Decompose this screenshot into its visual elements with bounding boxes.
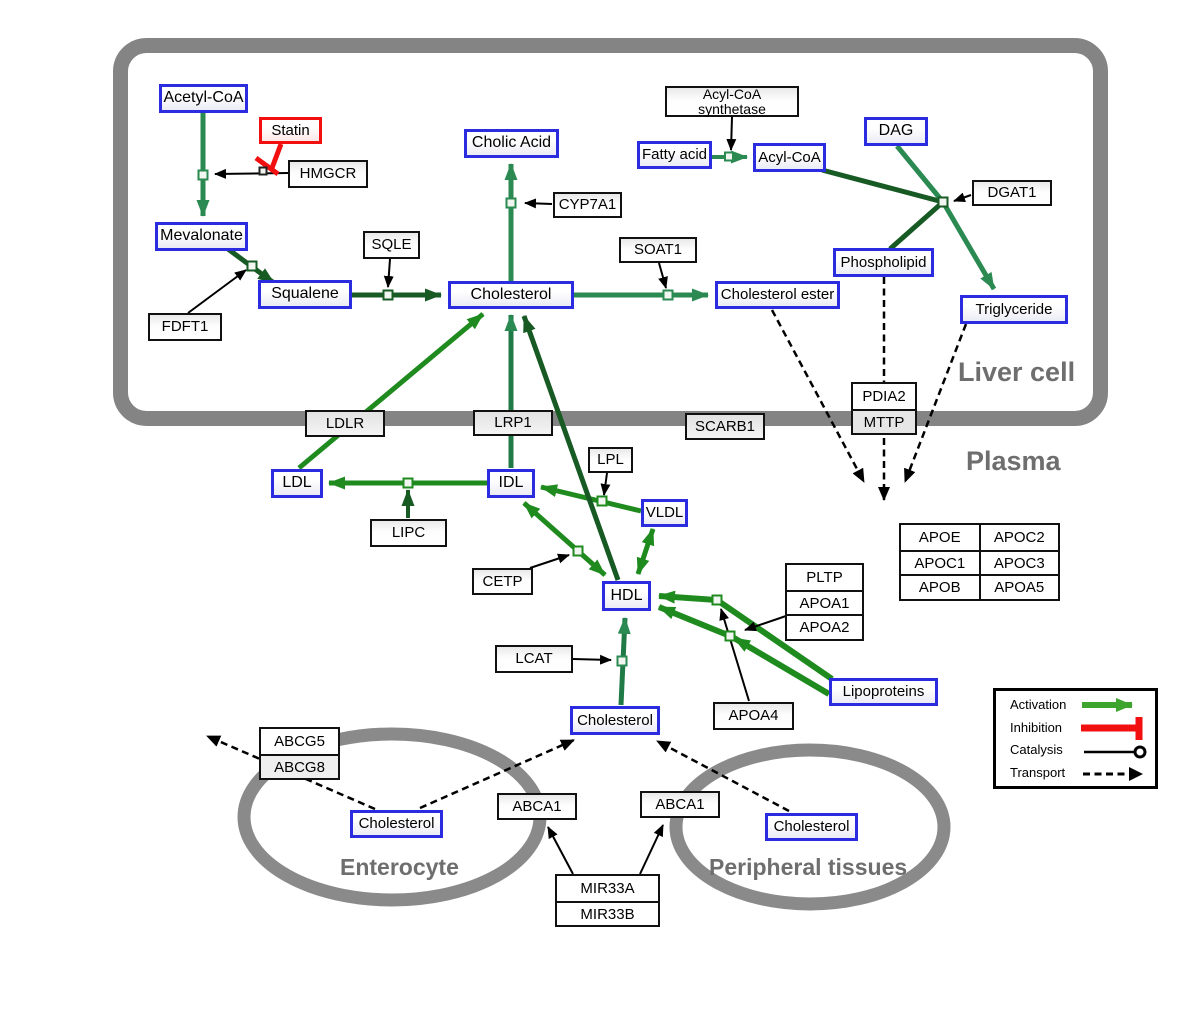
svg-text:Transport: Transport: [1010, 765, 1066, 780]
svg-text:Inhibition: Inhibition: [1010, 720, 1062, 735]
svg-text:Activation: Activation: [1010, 697, 1066, 712]
svg-text:Catalysis: Catalysis: [1010, 742, 1063, 757]
